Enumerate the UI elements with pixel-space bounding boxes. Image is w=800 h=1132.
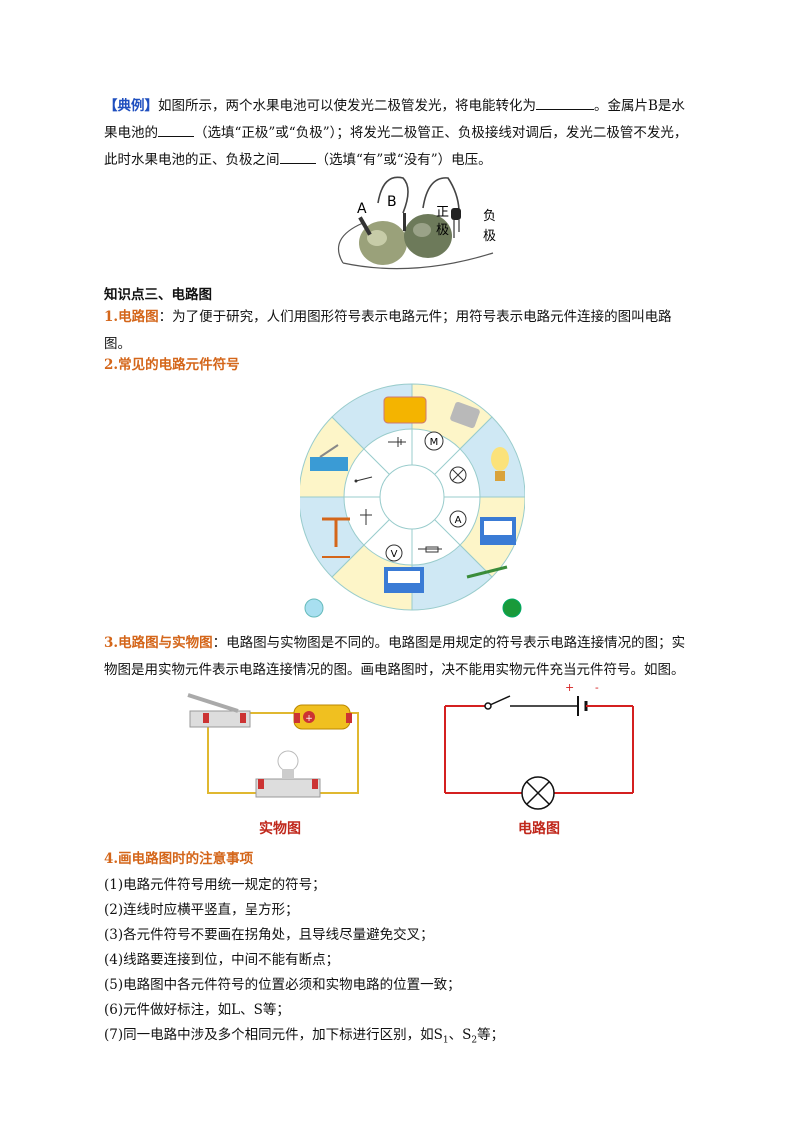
section-title: 知识点三、电路图 — [104, 287, 212, 303]
note7-sub-2: 2 — [471, 1035, 478, 1046]
definition-text: ：为了便于研究，人们用图形符号表示电路元件；用符号表示电路元件连接的图叫电路 — [158, 309, 672, 325]
voltmeter-symbol: V — [391, 549, 398, 560]
definition-label: 1.电路图 — [104, 309, 159, 325]
answer-blank-2[interactable] — [158, 122, 194, 137]
symbol-wheel-figure: M A V — [300, 383, 525, 618]
definition-line2: 图。 — [104, 336, 131, 352]
example-line1-tail: 。金属片B是水 — [594, 98, 685, 114]
note-item: (2)连线时应横平竖直，呈方形； — [104, 902, 299, 918]
symbols-heading: 2.常见的电路元件符号 — [104, 357, 240, 373]
example-label: 【典例】 — [104, 98, 158, 114]
polarity-minus: - — [595, 681, 599, 694]
note7-text-b: 等； — [477, 1027, 505, 1043]
example-line2-a: 果电池的 — [104, 125, 158, 141]
label-positive-2: 极 — [436, 223, 449, 238]
example-line3-b: （选填“有”或“没有”）电压。 — [315, 152, 492, 168]
answer-blank-1[interactable] — [536, 95, 594, 110]
example-line1: 如图所示，两个水果电池可以使发光二极管发光，将电能转化为 — [158, 98, 536, 114]
label-b: B — [387, 194, 397, 210]
polarity-plus: + — [565, 681, 574, 694]
note-item: (5)电路图中各元件符号的位置必须和实物电路的位置一致； — [104, 977, 461, 993]
notes-heading: 4.画电路图时的注意事项 — [104, 851, 254, 867]
comparison-line2: 物图是用实物元件表示电路连接情况的图。画电路图时，决不能用实物元件充当元件符号。… — [104, 662, 685, 678]
motor-symbol: M — [430, 437, 439, 448]
note-item: (6)元件做好标注，如L、S等； — [104, 1002, 290, 1018]
svg-text:+: + — [305, 714, 313, 724]
note7-text-mid: 、S — [448, 1027, 472, 1043]
note-item-7: (7)同一电路中涉及多个相同元件，加下标进行区别，如S1、S2等； — [104, 1025, 504, 1051]
comparison-text: ：电路图与实物图是不同的。电路图是用规定的符号表示电路连接情况的图；实 — [212, 635, 686, 651]
note7-text-a: (7)同一电路中涉及多个相同元件，加下标进行区别，如S — [104, 1027, 443, 1043]
label-a: A — [357, 201, 367, 217]
fruit-battery-figure: A B 正 极 负 极 — [333, 168, 503, 274]
example-paragraph: 【典例】如图所示，两个水果电池可以使发光二极管发光，将电能转化为。金属片B是水 … — [104, 93, 704, 174]
circuit-diagram-figure: + - — [444, 681, 634, 810]
example-line3-a: 此时水果电池的正、负极之间 — [104, 152, 280, 168]
label-negative-1: 负 — [483, 209, 496, 224]
note-item: (3)各元件符号不要画在拐角处，且导线尽量避免交叉； — [104, 927, 434, 943]
note7-sub-1: 1 — [442, 1035, 449, 1046]
ammeter-symbol: A — [455, 515, 462, 526]
label-positive-1: 正 — [436, 205, 449, 220]
definition-paragraph: 1.电路图：为了便于研究，人们用图形符号表示电路元件；用符号表示电路元件连接的图… — [104, 304, 704, 358]
comparison-paragraph: 3.电路图与实物图：电路图与实物图是不同的。电路图是用规定的符号表示电路连接情况… — [104, 630, 704, 684]
label-negative-2: 极 — [483, 229, 496, 244]
note-item: (4)线路要连接到位，中间不能有断点； — [104, 952, 340, 968]
answer-blank-3[interactable] — [279, 149, 316, 164]
example-line2-b: （选填“正极”或“负极”）；将发光二极管正、负极接线对调后，发光二极管不发光， — [194, 125, 688, 141]
comparison-label: 3.电路图与实物图 — [104, 635, 213, 651]
caption-circuit: 电路图 — [518, 821, 560, 837]
note-item: (1)电路元件符号用统一规定的符号； — [104, 877, 326, 893]
physical-circuit-figure: + — [187, 693, 359, 798]
caption-physical: 实物图 — [259, 821, 301, 837]
